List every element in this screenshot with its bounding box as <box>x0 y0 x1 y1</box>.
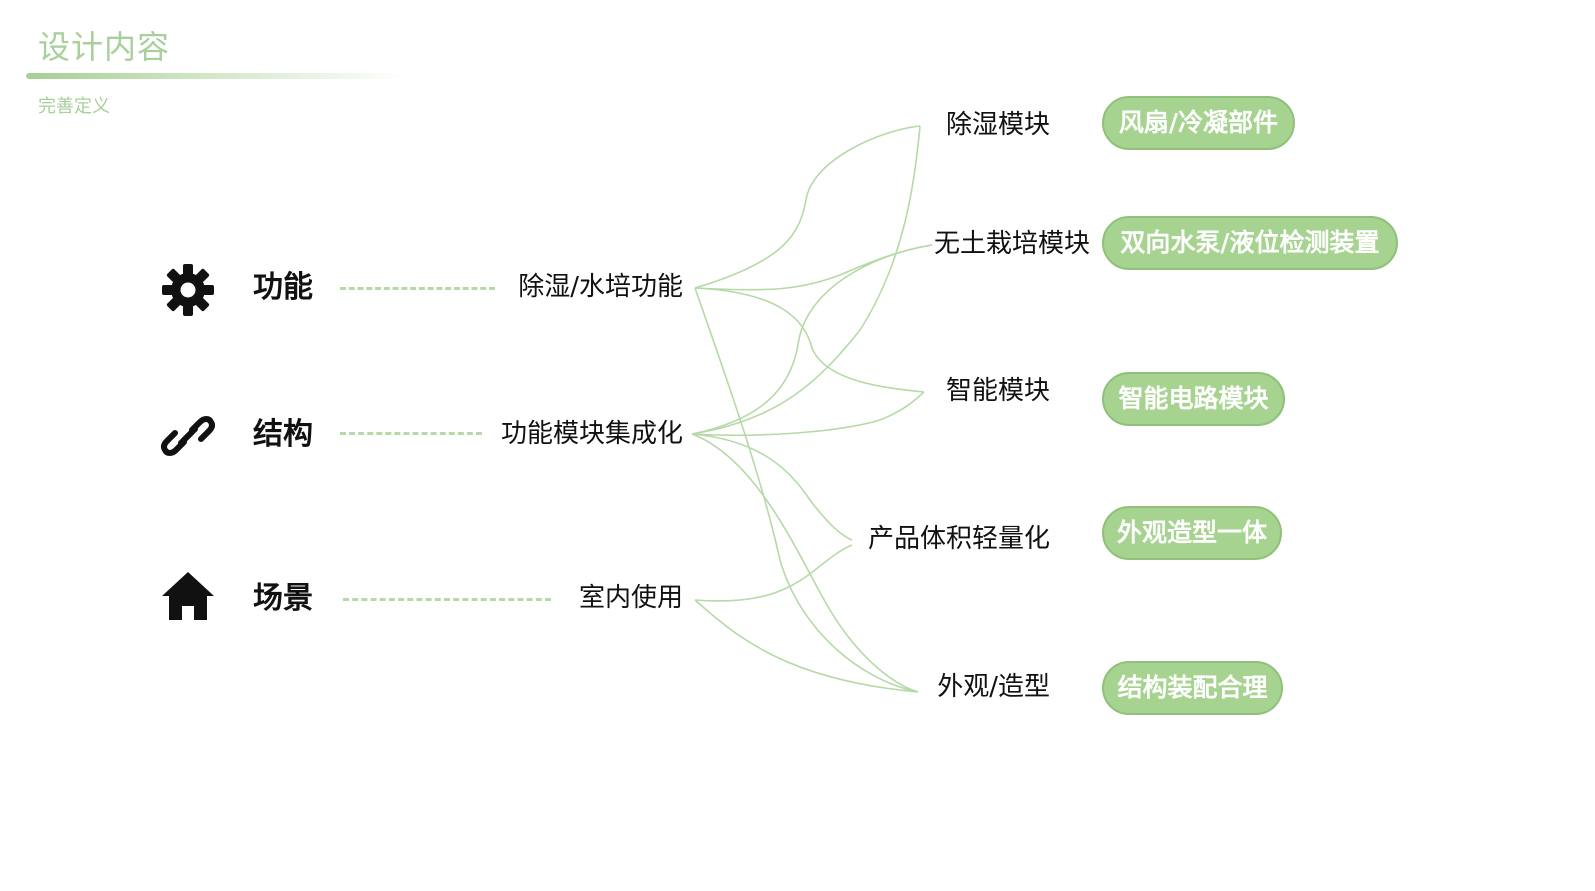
module-lightweight: 产品体积轻量化 <box>867 524 1050 554</box>
module-appearance: 外观/造型 <box>937 672 1050 702</box>
pill-smart-circuit: 智能电路模块 <box>1102 372 1285 426</box>
feature-module-integration: 功能模块集成化 <box>500 419 683 449</box>
connector-struct-volume <box>691 433 853 541</box>
dash-connector-function <box>340 287 495 290</box>
gear-icon <box>162 264 214 316</box>
module-smart: 智能模块 <box>945 376 1050 406</box>
pill-integrated-shape: 外观造型一体 <box>1102 506 1282 560</box>
connector-struct-dehumid <box>691 125 921 435</box>
dash-connector-structure <box>340 432 482 435</box>
category-function: 功能 <box>253 270 313 305</box>
page-subtitle: 完善定义 <box>38 96 110 117</box>
category-scene: 场景 <box>253 581 313 616</box>
title-underline <box>26 73 406 79</box>
connector-struct-smart <box>691 391 925 437</box>
dash-connector-scene <box>343 598 551 601</box>
feature-indoor-use: 室内使用 <box>578 583 683 613</box>
page-title: 设计内容 <box>38 28 171 66</box>
pill-pump-level-sensor: 双向水泵/液位检测装置 <box>1102 216 1398 270</box>
category-structure: 结构 <box>253 417 313 452</box>
pill-fan-condenser: 风扇/冷凝部件 <box>1102 96 1295 150</box>
connector-scene-volume <box>694 544 853 602</box>
pill-structure-assembly: 结构装配合理 <box>1102 661 1283 715</box>
home-icon <box>162 572 214 620</box>
link-icon <box>160 416 216 456</box>
connector-func-smart <box>694 287 925 393</box>
module-hydroponic: 无土栽培模块 <box>933 229 1090 259</box>
feature-dehumid-hydro: 除湿/水培功能 <box>518 272 683 302</box>
connector-struct-hydro <box>691 244 933 435</box>
connector-struct-shape <box>691 433 919 693</box>
connector-func-dehumid <box>694 125 921 289</box>
connector-scene-shape <box>694 599 919 693</box>
module-dehumid: 除湿模块 <box>945 110 1050 140</box>
connector-func-shape <box>694 287 919 693</box>
